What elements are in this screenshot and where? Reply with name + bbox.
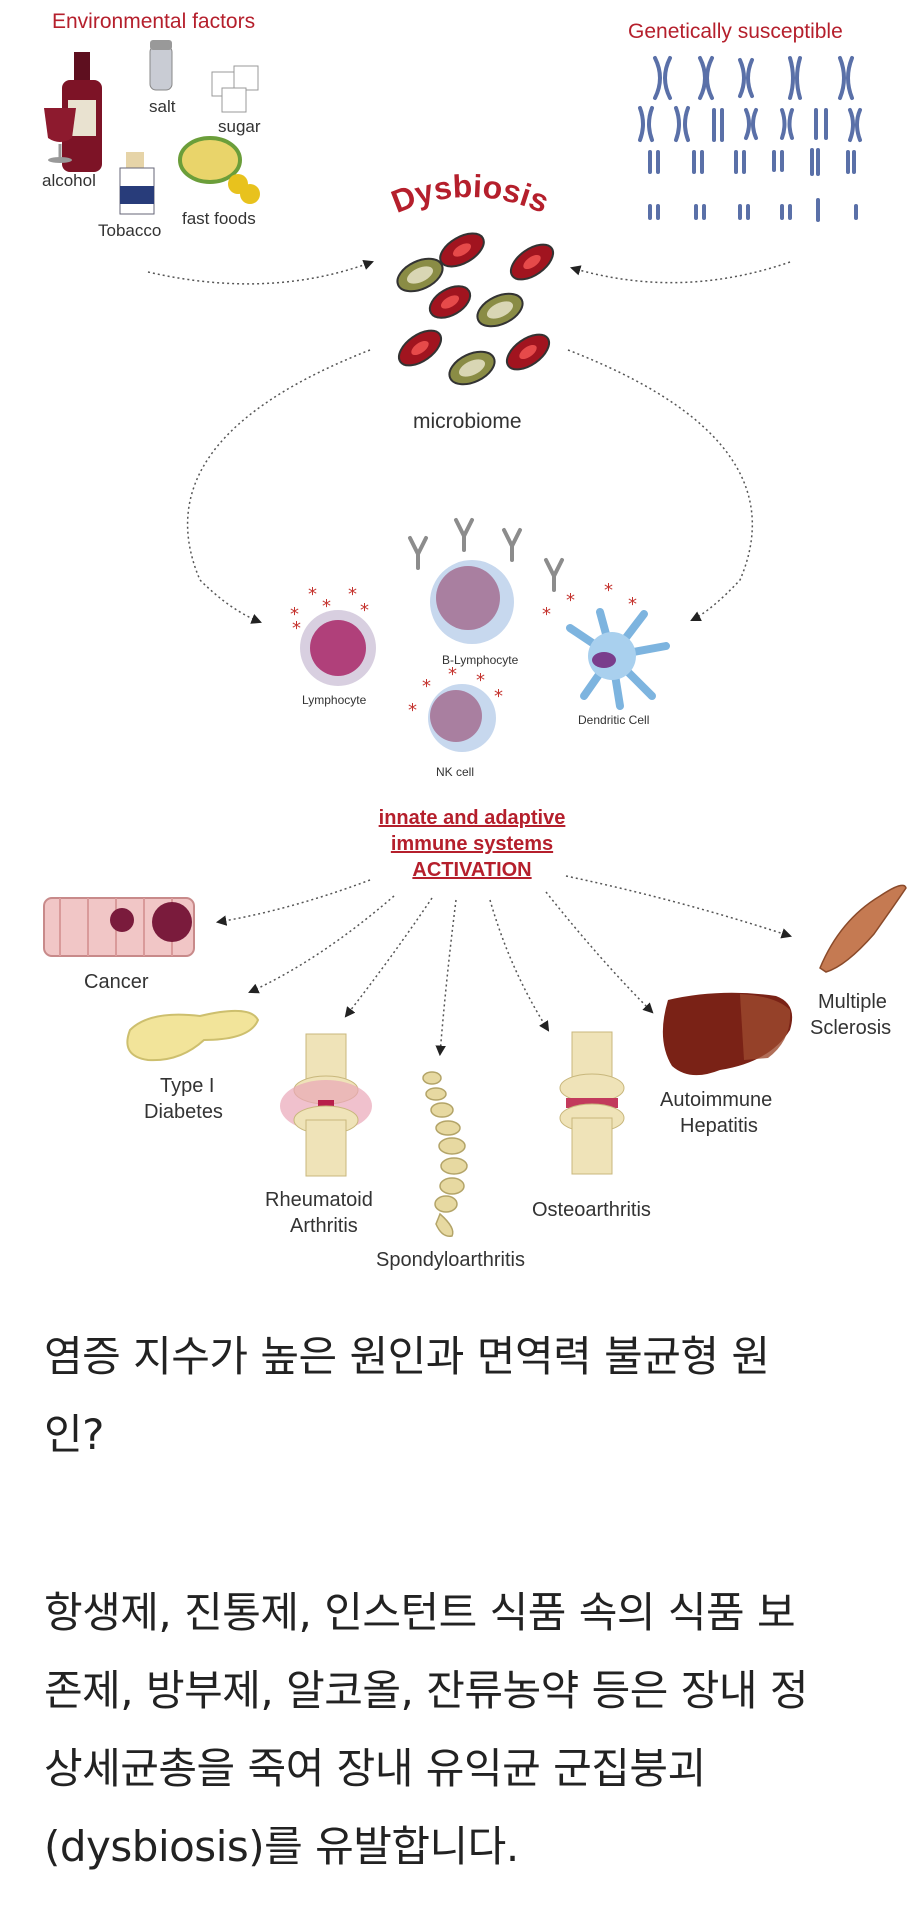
cigarette-pack-icon	[119, 152, 155, 215]
intestine-cancer-icon	[43, 897, 195, 957]
svg-text:immune systems: immune systems	[391, 833, 553, 855]
nk-cell-icon	[428, 684, 496, 752]
dendritic-cell-label: Dendritic Cell	[578, 713, 649, 727]
wine-glass-icon	[44, 108, 76, 163]
ra-joint-icon	[280, 1033, 372, 1177]
sugar-cubes-icon	[211, 65, 259, 113]
spine-icon	[422, 1071, 468, 1237]
diabetes-label-line2: Diabetes	[144, 1101, 223, 1123]
cytokine-markers-nk: *** **	[408, 664, 503, 721]
flow-arrows-lower	[215, 875, 792, 1057]
svg-text:*: *	[542, 604, 551, 625]
ms-label-line1: Multiple	[818, 991, 887, 1013]
salt-shaker-icon	[149, 40, 173, 91]
svg-text:*: *	[308, 584, 317, 605]
svg-text:*: *	[292, 618, 301, 639]
env-title: Environmental factors	[52, 10, 255, 33]
fast-food-bowl-icon	[178, 136, 260, 204]
body-line-3: 상세균총을 죽여 장내 유익균 군집붕괴	[44, 1744, 706, 1793]
svg-text:*: *	[290, 604, 299, 625]
svg-text:*: *	[448, 664, 457, 685]
microbiome-label: microbiome	[413, 410, 522, 433]
flow-arrows-upper	[147, 260, 791, 624]
osteo-label: Osteoarthritis	[532, 1199, 651, 1221]
svg-text:*: *	[476, 670, 485, 691]
ra-label-line1: Rheumatoid	[265, 1189, 373, 1211]
spondylo-label: Spondyloarthritis	[376, 1249, 525, 1271]
dysbiosis-diagram: Environmental factors alcohol salt sugar…	[42, 10, 907, 1271]
hepatitis-label-line2: Hepatitis	[680, 1115, 758, 1137]
lymphocyte-label: Lymphocyte	[302, 693, 367, 707]
activation-title: innate and adaptive immune systems ACTIV…	[379, 807, 566, 881]
question-line-2: 인?	[44, 1410, 104, 1459]
svg-text:*: *	[494, 686, 503, 707]
oa-joint-icon	[559, 1031, 625, 1175]
svg-text:*: *	[628, 594, 637, 615]
lymphocyte-icon	[300, 610, 376, 686]
cancer-label: Cancer	[84, 971, 149, 993]
svg-text:*: *	[348, 584, 357, 605]
genetic-title: Genetically susceptible	[628, 20, 843, 43]
diabetes-label-line1: Type I	[160, 1075, 214, 1097]
bacteria-cluster-icon	[396, 232, 555, 386]
svg-text:*: *	[408, 700, 417, 721]
alcohol-label: alcohol	[42, 171, 96, 190]
svg-text:*: *	[360, 600, 369, 621]
liver-icon	[662, 992, 793, 1076]
cytokine-markers-lymphocyte: *** ***	[290, 584, 369, 639]
body-line-2: 존제, 방부제, 알코올, 잔류농약 등은 장내 정	[44, 1666, 809, 1715]
svg-text:*: *	[322, 596, 331, 617]
ra-label-line2: Arthritis	[290, 1215, 358, 1237]
salt-label: salt	[149, 97, 176, 116]
svg-text:*: *	[422, 676, 431, 697]
nk-cell-label: NK cell	[436, 765, 474, 779]
pancreas-icon	[126, 1009, 260, 1062]
article-text: 염증 지수가 높은 원인과 면역력 불균형 원 인? 항생제, 진통제, 인스턴…	[44, 1318, 884, 1886]
cytokine-markers-dendritic: * * * *	[542, 580, 637, 625]
b-lymphocyte-icon	[430, 560, 514, 644]
fast-foods-label: fast foods	[182, 209, 256, 228]
antibodies-icon	[408, 518, 564, 592]
hepatitis-label-line1: Autoimmune	[660, 1089, 772, 1111]
muscle-icon	[819, 884, 907, 973]
wine-bottle-icon	[62, 52, 102, 172]
body-line-1: 항생제, 진통제, 인스턴트 식품 속의 식품 보	[44, 1588, 796, 1637]
svg-text:innate and adaptive: innate and adaptive	[379, 807, 566, 829]
svg-text:*: *	[566, 590, 575, 611]
tobacco-label: Tobacco	[98, 221, 161, 240]
b-lymphocyte-label: B-Lymphocyte	[442, 653, 519, 667]
dendritic-cell-icon	[566, 608, 670, 710]
body-line-4: (dysbiosis)를 유발합니다.	[44, 1822, 519, 1871]
svg-text:*: *	[604, 580, 613, 601]
question-line-1: 염증 지수가 높은 원인과 면역력 불균형 원	[44, 1332, 770, 1381]
sugar-label: sugar	[218, 117, 261, 136]
svg-text:ACTIVATION: ACTIVATION	[412, 859, 531, 881]
dysbiosis-title: Dysbiosis	[386, 168, 554, 220]
ms-label-line2: Sclerosis	[810, 1017, 891, 1039]
chromosomes-icon	[638, 56, 862, 222]
paragraph-gap	[44, 1474, 884, 1574]
